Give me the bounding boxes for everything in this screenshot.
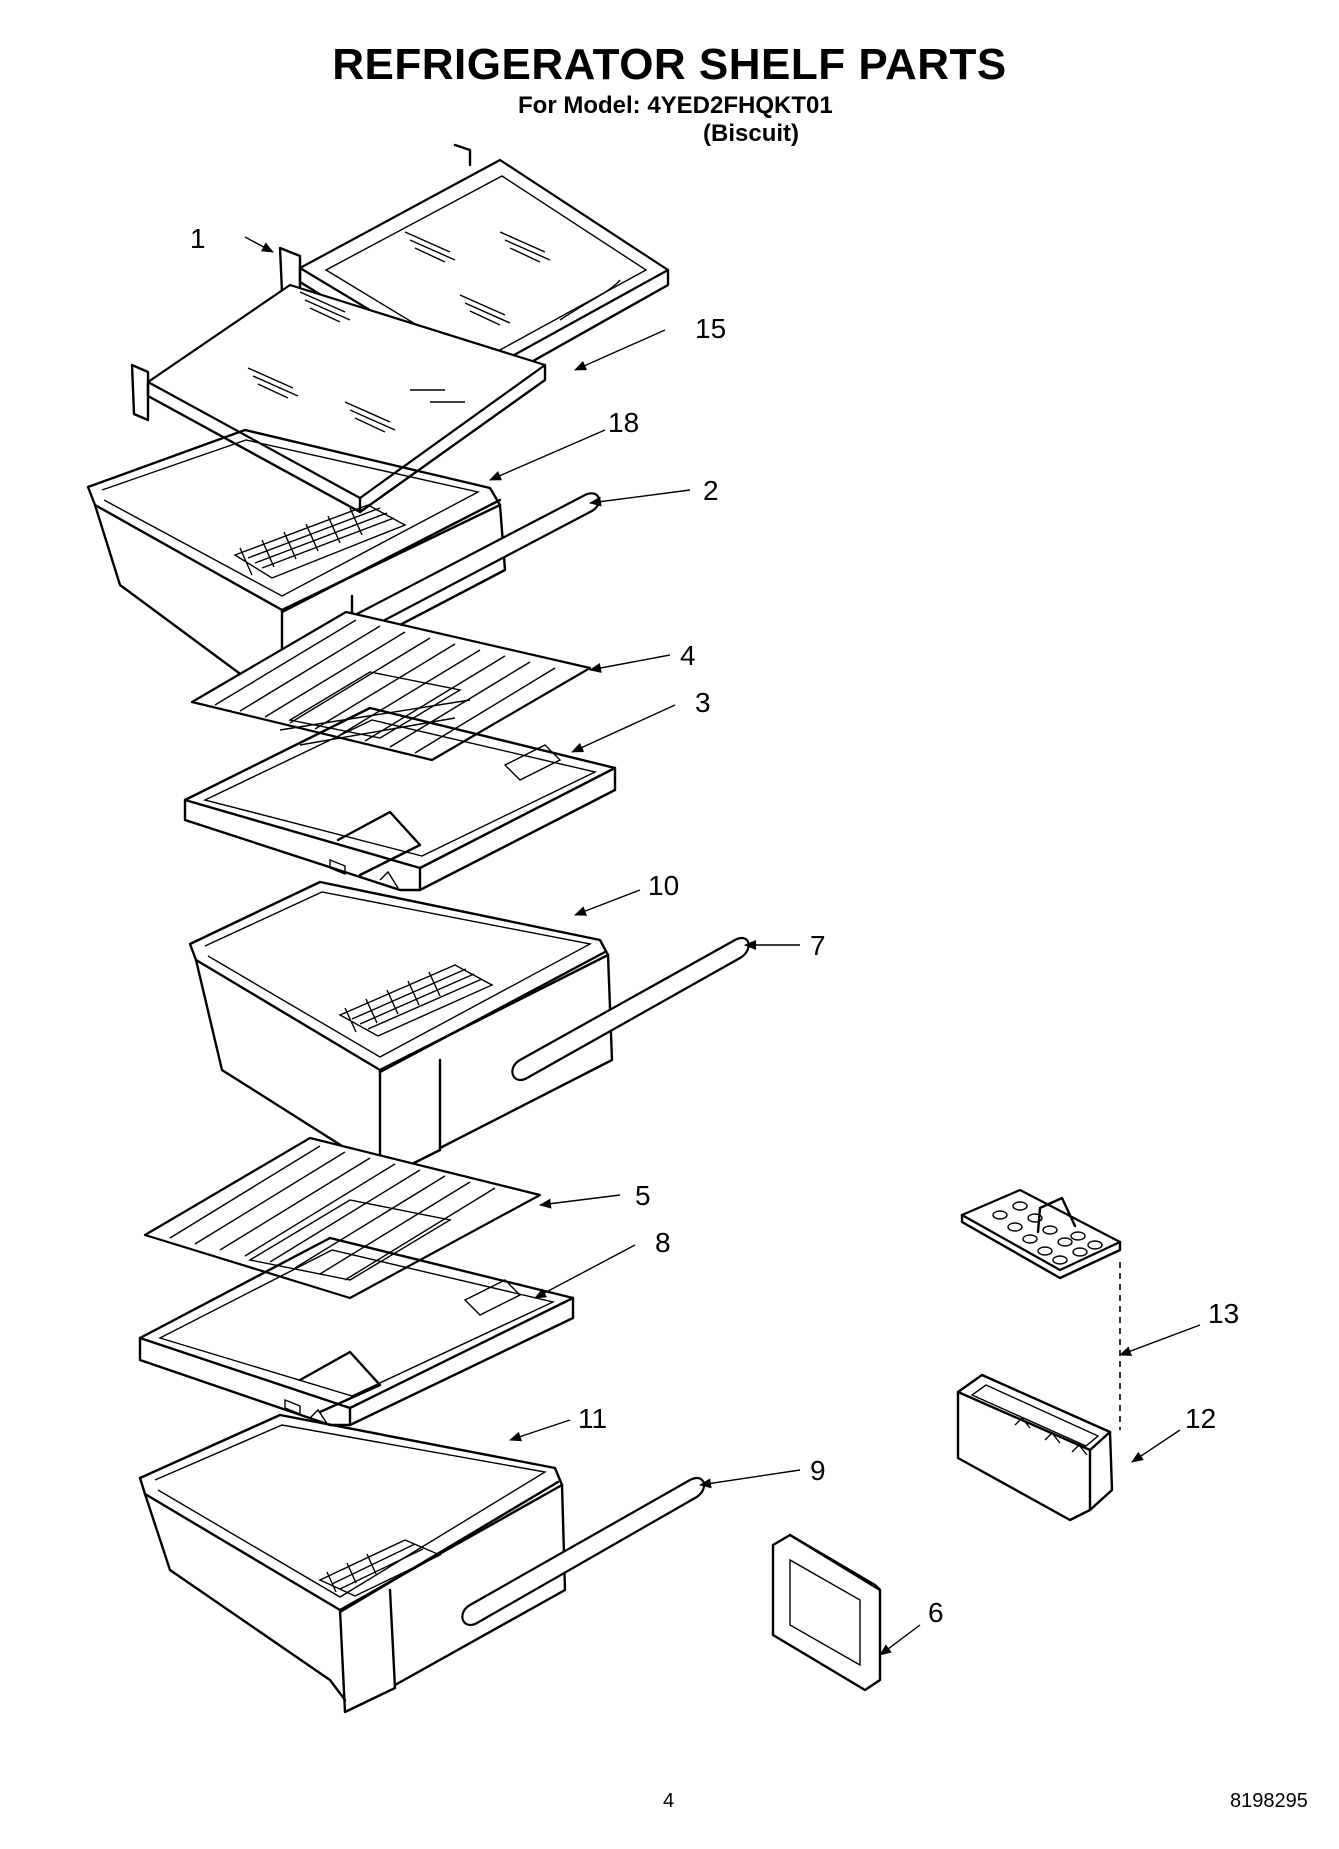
callout-12: 12 (1185, 1403, 1216, 1434)
callout-10: 10 (648, 870, 679, 901)
callout-labels: 1 15 18 2 4 3 10 7 5 8 11 9 13 12 6 (190, 223, 1239, 1628)
leader-arrows (244, 236, 1201, 1656)
part-8-drawer-cover-frame (138, 1236, 575, 1427)
part-12-egg-bin (956, 1262, 1121, 1522)
page-title: REFRIGERATOR SHELF PARTS (332, 40, 1007, 89)
callout-11: 11 (578, 1403, 607, 1434)
part-4-glass-panel (190, 610, 592, 762)
callout-6: 6 (928, 1597, 944, 1628)
callout-13: 13 (1208, 1298, 1239, 1329)
part-13-egg-tray (960, 1188, 1122, 1280)
document-number: 8198295 (1230, 1790, 1308, 1812)
page-number: 4 (663, 1790, 675, 1812)
callout-7: 7 (810, 930, 826, 961)
part-6-bracket (771, 1533, 882, 1692)
callout-18: 18 (608, 407, 639, 438)
part-3-drawer-cover-frame (183, 706, 617, 892)
part-10-crisper-drawer-middle (188, 880, 750, 1182)
model-number: For Model: 4YED2FHQKT01 (518, 92, 833, 119)
part-5-glass-panel (143, 1136, 542, 1300)
part-11-crisper-drawer-lower (138, 1413, 706, 1714)
callout-9: 9 (810, 1455, 826, 1486)
callout-1: 1 (190, 223, 206, 254)
callout-3: 3 (695, 687, 711, 718)
callout-5: 5 (635, 1180, 651, 1211)
part-18-glass-shelf (130, 283, 547, 514)
callout-2: 2 (703, 475, 719, 506)
callout-15: 15 (695, 313, 726, 344)
callout-8: 8 (655, 1227, 671, 1258)
callout-4: 4 (680, 640, 696, 671)
model-color: (Biscuit) (703, 120, 799, 147)
